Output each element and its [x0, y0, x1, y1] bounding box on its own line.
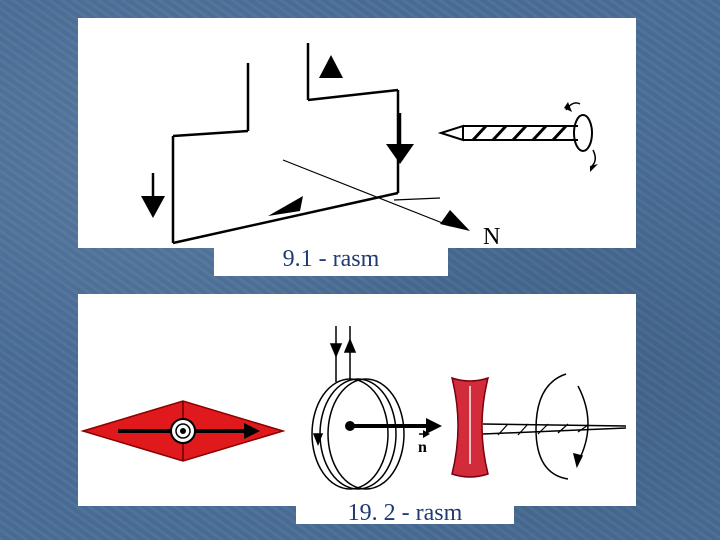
- current-arrows: [141, 55, 414, 218]
- figure-2-diagram: n: [80, 326, 627, 490]
- rotation-arrow-icon: [535, 373, 589, 480]
- figure-1-diagram: N: [141, 43, 598, 250]
- north-label: N: [483, 224, 500, 250]
- figure-2-caption: 19. 2 - rasm: [296, 498, 514, 526]
- north-arrow-head: [440, 210, 470, 231]
- figure-1-panel: N: [78, 18, 636, 250]
- coil-icon: [311, 326, 405, 490]
- screw-icon: [437, 102, 598, 172]
- normal-label: n: [418, 439, 427, 456]
- compass-needle-icon: [80, 400, 286, 462]
- current-loop-wire: [171, 43, 400, 245]
- figure-2-panel: n: [78, 294, 636, 506]
- drill-icon: [450, 376, 627, 478]
- field-vector: [345, 418, 442, 438]
- figure-1-caption: 9.1 - rasm: [214, 244, 448, 276]
- magnetic-field-line: [282, 159, 451, 227]
